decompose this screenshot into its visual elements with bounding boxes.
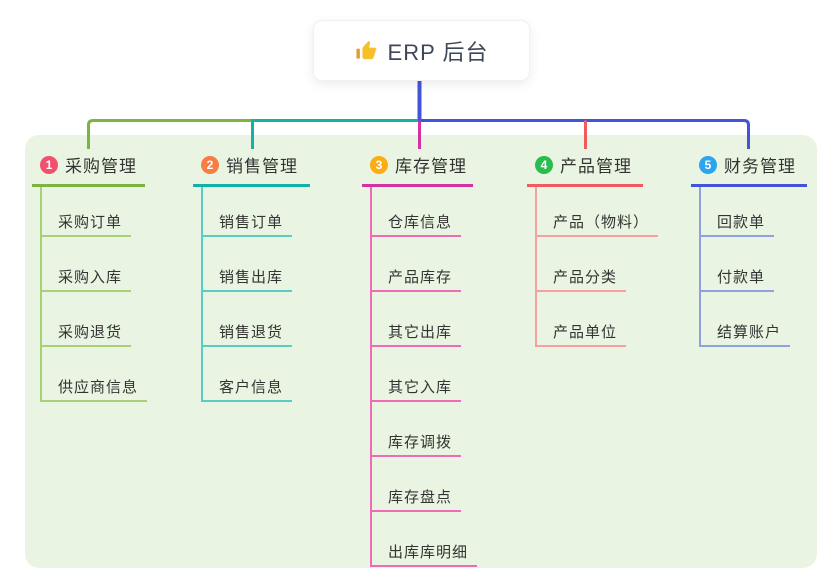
child-node-row: 产品单位 (537, 292, 643, 347)
child-node-label[interactable]: 采购退货 (42, 321, 132, 347)
branch-number-badge: 1 (40, 155, 58, 174)
child-node-label[interactable]: 产品单位 (537, 321, 627, 347)
root-node-label: ERP 后台 (387, 39, 489, 65)
mindmap-canvas-panel (25, 135, 817, 568)
child-node-label[interactable]: 结算账户 (701, 321, 791, 347)
child-node-label[interactable]: 其它入库 (372, 376, 462, 402)
child-node-row: 客户信息 (203, 347, 310, 402)
child-node-label[interactable]: 客户信息 (203, 376, 293, 402)
child-node-label[interactable]: 销售出库 (203, 266, 293, 292)
child-node-row: 销售订单 (203, 187, 310, 237)
child-node-label[interactable]: 出库库明细 (372, 541, 478, 567)
branch-header[interactable]: 5 财务管理 (691, 148, 807, 187)
child-node-row: 付款单 (701, 237, 807, 292)
branch-title: 销售管理 (226, 157, 298, 176)
child-node-row: 供应商信息 (42, 347, 148, 402)
child-node-label[interactable]: 库存调拨 (372, 431, 462, 457)
child-node-row: 仓库信息 (372, 187, 473, 237)
child-node-row: 库存调拨 (372, 402, 473, 457)
child-node-label[interactable]: 销售订单 (203, 211, 293, 237)
branch-4: 4 产品管理 产品（物料） 产品分类产品单位 (527, 148, 659, 347)
branch-title: 产品管理 (560, 157, 632, 176)
child-node-row: 其它出库 (372, 292, 473, 347)
branch-title: 采购管理 (65, 157, 137, 176)
child-node-row: 产品分类 (537, 237, 643, 292)
branch-children: 仓库信息产品库存其它出库其它入库库存调拨库存盘点出库库明细 (370, 187, 478, 567)
child-node-row: 采购入库 (42, 237, 145, 292)
child-node-row: 结算账户 (701, 292, 807, 347)
child-node-row: 销售退货 (203, 292, 310, 347)
child-node-label[interactable]: 库存盘点 (372, 486, 462, 512)
branch-header[interactable]: 2 销售管理 (193, 148, 310, 187)
child-node-label[interactable]: 采购订单 (42, 211, 132, 237)
branch-children: 采购订单采购入库采购退货供应商信息 (40, 187, 148, 402)
branch-2: 2 销售管理 销售订单销售出库销售退货客户信息 (193, 148, 310, 402)
branch-header[interactable]: 1 采购管理 (32, 148, 145, 187)
branch-1: 1 采购管理 采购订单采购入库采购退货供应商信息 (32, 148, 148, 402)
child-node-row: 其它入库 (372, 347, 473, 402)
child-node-row: 采购退货 (42, 292, 145, 347)
child-node-row: 回款单 (701, 187, 807, 237)
child-node-label[interactable]: 产品库存 (372, 266, 462, 292)
child-node-label[interactable]: 其它出库 (372, 321, 462, 347)
child-node-row: 产品库存 (372, 237, 473, 292)
child-node-label[interactable]: 仓库信息 (372, 211, 462, 237)
child-node-label[interactable]: 回款单 (701, 211, 775, 237)
branch-header[interactable]: 3 库存管理 (362, 148, 473, 187)
branch-children: 产品（物料） 产品分类产品单位 (535, 187, 659, 347)
branch-children: 销售订单销售出库销售退货客户信息 (201, 187, 310, 402)
child-node-label[interactable]: 付款单 (701, 266, 775, 292)
branch-5: 5 财务管理 回款单付款单结算账户 (691, 148, 807, 347)
branch-number-badge: 3 (370, 155, 388, 174)
branch-number-badge: 2 (201, 155, 219, 174)
child-node-label[interactable]: 产品分类 (537, 266, 627, 292)
child-node-label[interactable]: 供应商信息 (42, 376, 148, 402)
branch-number-badge: 4 (535, 155, 553, 174)
thumbs-up-icon (355, 39, 378, 62)
root-node-erp[interactable]: ERP 后台 (313, 20, 530, 81)
branch-children: 回款单付款单结算账户 (699, 187, 807, 347)
branch-title: 财务管理 (724, 157, 796, 176)
child-node-row: 销售出库 (203, 237, 310, 292)
child-node-row: 产品（物料） (537, 187, 659, 237)
branch-header[interactable]: 4 产品管理 (527, 148, 643, 187)
child-node-label[interactable]: 采购入库 (42, 266, 132, 292)
child-node-label[interactable]: 销售退货 (203, 321, 293, 347)
child-node-row: 库存盘点 (372, 457, 473, 512)
branch-number-badge: 5 (699, 155, 717, 174)
child-node-label[interactable]: 产品（物料） (537, 211, 659, 237)
child-node-row: 出库库明细 (372, 512, 478, 567)
child-node-row: 采购订单 (42, 187, 145, 237)
branch-3: 3 库存管理 仓库信息产品库存其它出库其它入库库存调拨库存盘点出库库明细 (362, 148, 478, 567)
branch-title: 库存管理 (395, 157, 467, 176)
